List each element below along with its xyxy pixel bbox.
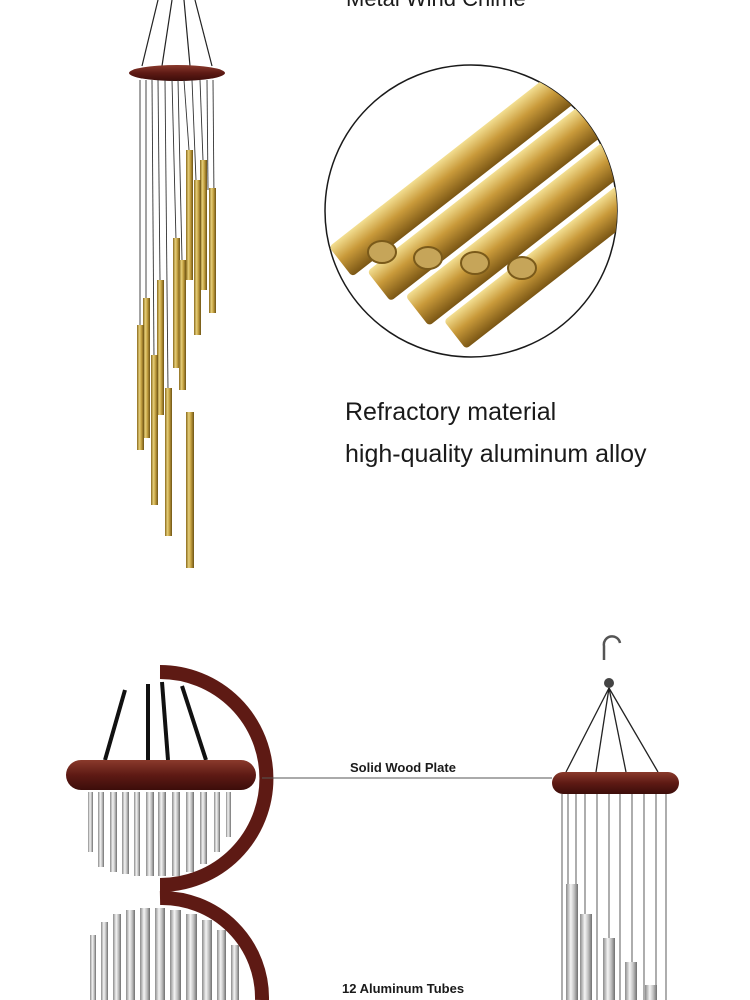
tubes-detail — [90, 890, 270, 1000]
feature-line-material: Refractory material — [345, 398, 557, 426]
feature-line-alloy: high-quality aluminum alloy — [345, 440, 647, 468]
silver-wind-chime — [552, 635, 679, 1000]
label-aluminum-tubes: 12 Aluminum Tubes — [342, 981, 465, 996]
label-solid-wood-plate: Solid Wood Plate — [350, 760, 456, 775]
gold-wind-chime — [129, 0, 225, 568]
wood-plate-detail — [66, 665, 274, 892]
tube-closeup-circle — [324, 64, 618, 358]
page-title: Metal Wind Chime — [346, 0, 526, 12]
